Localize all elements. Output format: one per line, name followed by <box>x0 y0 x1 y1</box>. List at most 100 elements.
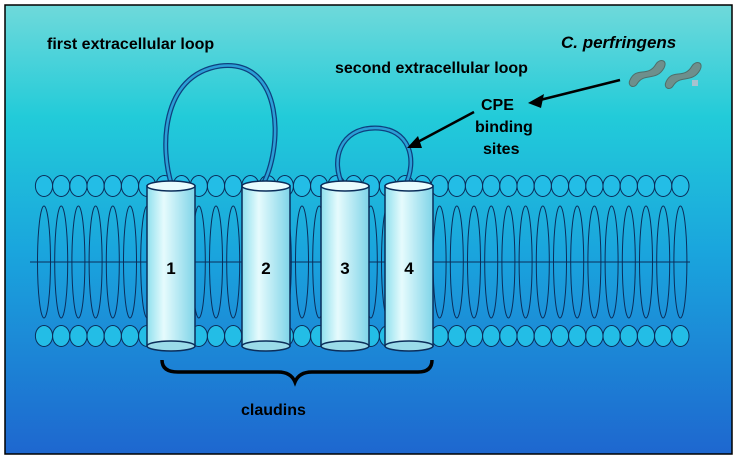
lipid-head-inner <box>585 325 604 347</box>
lipid-head-inner <box>516 325 535 347</box>
lipid-head-inner <box>34 325 54 347</box>
lipid-head-inner <box>69 325 88 347</box>
lipid-tail <box>604 205 619 319</box>
lipid-tail <box>518 205 533 319</box>
lipid-head-outer <box>52 175 71 197</box>
second-extracellular-loop <box>336 126 413 187</box>
first-extracellular-loop-label: first extracellular loop <box>47 36 214 53</box>
first-extracellular-loop <box>164 64 277 187</box>
helix-cylinder-top-cap <box>320 180 370 192</box>
helix-cylinder-top-cap <box>146 180 196 192</box>
transmembrane-helix-1: 1 <box>146 180 196 352</box>
helix-number-label: 4 <box>404 259 414 278</box>
second-extracellular-loop-label: second extracellular loop <box>335 60 528 77</box>
helix-cylinder-body <box>146 185 196 347</box>
helix-cylinder-bottom-cap <box>146 340 196 352</box>
lipid-head-inner <box>86 325 105 347</box>
organism-label: C. perfringens <box>561 33 676 52</box>
lipid-head-outer <box>69 175 88 197</box>
lipid-tail <box>467 205 481 319</box>
lipid-head-inner <box>292 325 312 347</box>
lipid-tail <box>54 205 69 319</box>
claudins-label: claudins <box>241 402 306 419</box>
helix-cylinder-bottom-cap <box>241 340 291 352</box>
lipid-head-inner <box>636 325 656 347</box>
lipid-tail <box>295 205 309 319</box>
helix-number-label: 3 <box>340 259 349 278</box>
lipid-head-inner <box>499 325 518 347</box>
cpe-label-line2: binding <box>475 119 533 136</box>
transmembrane-helices: 1 2 3 4 <box>146 180 434 352</box>
lipid-head-outer <box>292 175 312 197</box>
lipid-tail <box>501 205 516 319</box>
lipid-head-inner <box>550 325 570 347</box>
lipid-head-outer <box>224 175 243 197</box>
lipid-head-outer <box>516 175 535 197</box>
arrow-to-second-loop <box>407 110 475 148</box>
lipid-head-inner <box>464 325 484 347</box>
lipid-tail <box>656 205 671 319</box>
transmembrane-helix-3: 3 <box>320 180 370 352</box>
lipid-head-inner <box>224 325 243 347</box>
lipid-tail <box>639 205 653 319</box>
lipid-head-outer <box>568 175 587 197</box>
claudins-brace <box>160 359 434 387</box>
lipid-head-inner <box>206 325 226 347</box>
lipid-head-outer <box>636 175 656 197</box>
lipid-head-outer <box>499 175 518 197</box>
lipid-tail <box>209 205 223 319</box>
lipid-head-outer <box>103 175 122 197</box>
c-perfringens-bacteria-icon <box>628 60 702 90</box>
transmembrane-helix-4: 4 <box>384 180 434 352</box>
lipid-tail <box>123 205 137 319</box>
cpe-label-line3: sites <box>483 141 520 158</box>
helix-cylinder-bottom-cap <box>320 340 370 352</box>
lipid-head-inner <box>568 325 587 347</box>
lipid-head-inner <box>120 325 140 347</box>
lipid-head-outer <box>671 175 690 197</box>
lipid-head-inner <box>103 325 122 347</box>
lipid-head-inner <box>447 325 466 347</box>
lipid-head-inner <box>602 325 621 347</box>
lipid-tail <box>621 205 636 319</box>
lipid-head-outer <box>34 175 54 197</box>
arrow-to-binding-sites-from-bacterium <box>528 78 621 108</box>
lipid-tail <box>37 205 51 319</box>
lipid-head-outer <box>585 175 604 197</box>
helix-cylinder-top-cap <box>241 180 291 192</box>
lipid-tail <box>553 205 567 319</box>
lipid-head-outer <box>619 175 638 197</box>
lipid-head-outer <box>464 175 484 197</box>
lipid-tail <box>88 205 103 319</box>
helix-cylinder-top-cap <box>384 180 434 192</box>
lipid-head-outer <box>602 175 621 197</box>
transmembrane-helix-2: 2 <box>241 180 291 352</box>
helix-cylinder-bottom-cap <box>384 340 434 352</box>
lipid-head-outer <box>482 175 501 197</box>
lipid-tail <box>105 205 120 319</box>
lipid-head-inner <box>52 325 71 347</box>
lipid-head-inner <box>619 325 638 347</box>
lipid-head-outer <box>533 175 552 197</box>
lipid-tail <box>484 205 499 319</box>
helix-number-label: 1 <box>166 259 175 278</box>
lipid-tail <box>673 205 688 319</box>
lipid-head-outer <box>550 175 570 197</box>
lipid-tail <box>587 205 602 319</box>
lipid-head-outer <box>86 175 105 197</box>
lipid-head-inner <box>654 325 673 347</box>
lipid-tail <box>570 205 585 319</box>
helix-cylinder-body <box>320 185 370 347</box>
cpe-label-line1: CPE <box>481 97 514 114</box>
lipid-tail <box>535 205 550 319</box>
lipid-head-outer <box>447 175 466 197</box>
lipid-tail <box>449 205 464 319</box>
helix-number-label: 2 <box>261 259 270 278</box>
lipid-head-outer <box>206 175 226 197</box>
lipid-head-inner <box>482 325 501 347</box>
lipid-head-outer <box>120 175 140 197</box>
lipid-head-inner <box>671 325 690 347</box>
lipid-head-inner <box>533 325 552 347</box>
